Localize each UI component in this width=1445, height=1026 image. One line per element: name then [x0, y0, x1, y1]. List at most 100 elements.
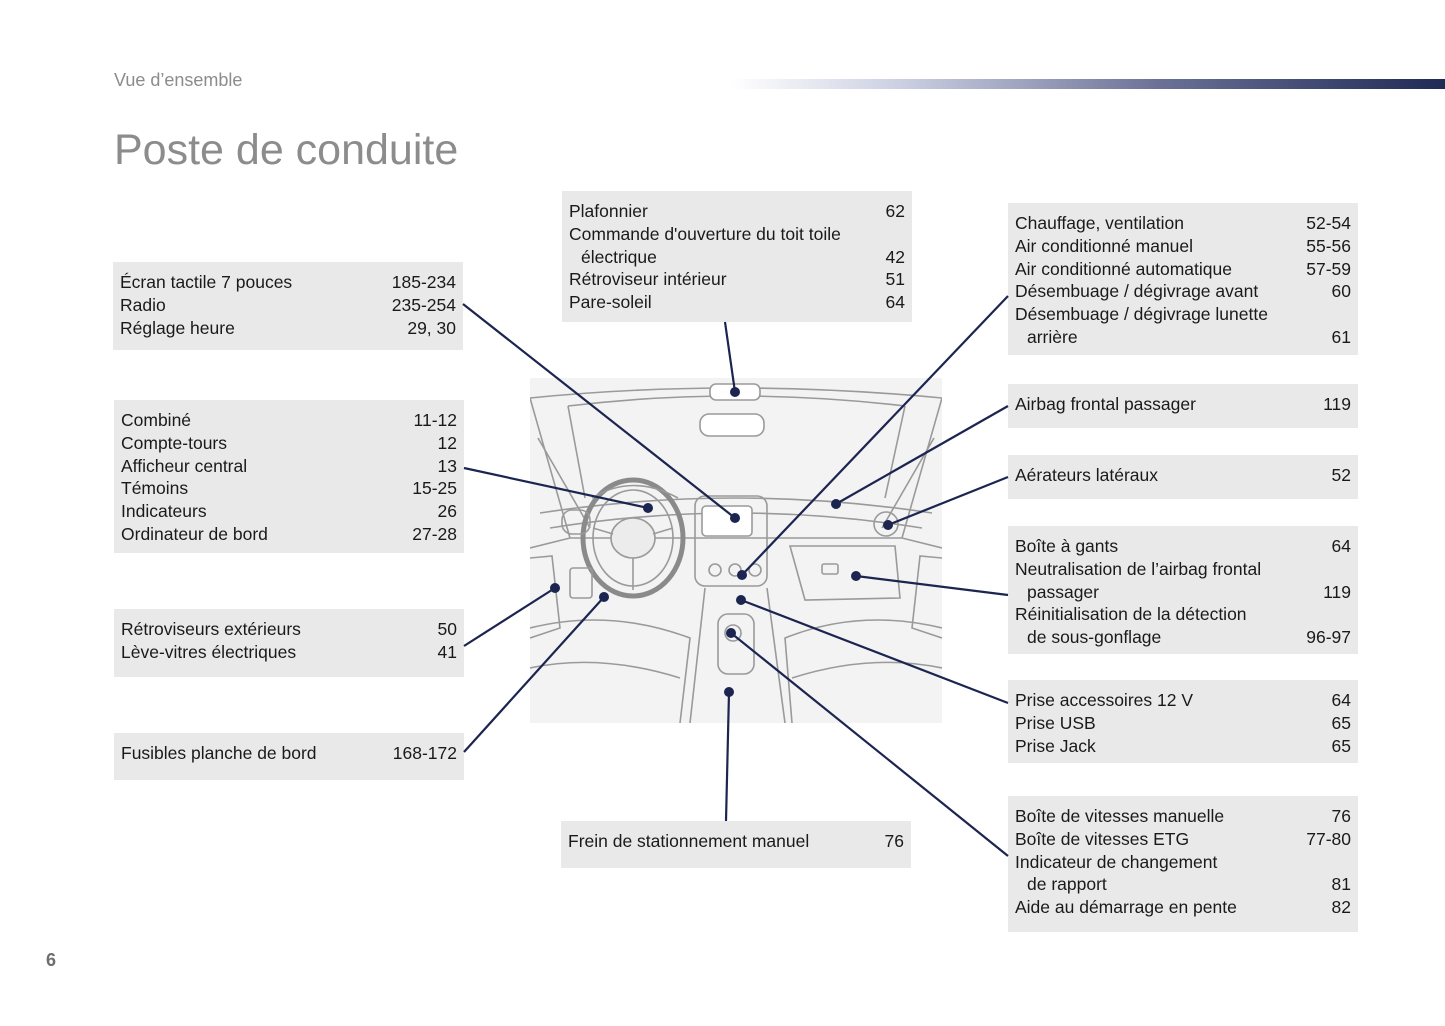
entry-label-line: Réglage heure: [120, 317, 235, 338]
entry-page-ref: 96-97: [1306, 627, 1351, 648]
entry-label-line: Afficheur central: [121, 455, 248, 476]
entry-label-line: Prise Jack: [1015, 735, 1096, 756]
entry-label-line: Écran tactile 7 pouces: [120, 272, 293, 292]
entry-page-ref: 76: [884, 831, 904, 851]
marker-ecran: [730, 513, 740, 523]
entry-label-line: Air conditionné manuel: [1015, 235, 1194, 256]
entry-label-line: Pare-soleil: [569, 292, 652, 313]
entry-page-ref: 168-172: [392, 743, 457, 763]
leader-boite-gants: [855, 574, 1009, 597]
marker-airbag: [831, 499, 841, 509]
entry-row: Plafonnier 62: [569, 200, 905, 223]
marker-aerateurs: [883, 520, 893, 530]
entry-page-ref: 51: [885, 269, 905, 290]
entry-label: Ordinateur de bord: [121, 523, 268, 546]
entry-label: Rétroviseurs extérieurs: [121, 618, 301, 641]
marker-vitesses: [726, 628, 736, 638]
entry-page-ref: 41: [437, 641, 457, 662]
marker-plafonnier: [730, 387, 740, 397]
entry-label: Aérateurs latéraux: [1015, 464, 1158, 487]
entry-label: Combiné: [121, 409, 191, 432]
entry-label: Frein de stationnement manuel: [568, 830, 809, 853]
entry-page-ref: 13: [437, 455, 457, 476]
entry-label-line: Indicateur de changement: [1015, 851, 1218, 872]
entry-page-ref: 77-80: [1306, 828, 1351, 849]
entry-label-line: Aide au démarrage en pente: [1015, 897, 1237, 918]
entry-page-ref: 76: [1331, 806, 1351, 826]
leader-chauffage: [741, 295, 1009, 576]
entry-label-line: Boîte à gants: [1015, 536, 1119, 556]
entry-row: Frein de stationnement manuel 76: [568, 830, 904, 853]
entry-label-line: Témoins: [121, 478, 189, 499]
entry-page-ref: 235-254: [391, 294, 456, 315]
dashboard-illustration: [529, 378, 943, 724]
leader-retroviseurs: [463, 587, 556, 647]
entry-label: Plafonnier: [569, 200, 648, 223]
entry-row: Rétroviseur intérieur 51: [569, 268, 905, 291]
leader-frein: [724, 691, 731, 822]
entry-label: Chauffage, ventilation: [1015, 212, 1184, 235]
entry-row: Ordinateur de bord 27-28: [121, 523, 457, 546]
entry-page-ref: 12: [437, 432, 457, 453]
page-number: 6: [46, 950, 57, 970]
entry-page-ref: 60: [1331, 281, 1351, 302]
entry-label: Air conditionné manuel: [1015, 235, 1193, 258]
entry-page-ref: 81: [1331, 874, 1351, 895]
entry-label-line: Désembuage / dégivrage avant: [1015, 281, 1259, 302]
entry-label-line: Boîte de vitesses manuelle: [1015, 806, 1225, 826]
entry-label: Boîte de vitesses manuelle: [1015, 805, 1224, 828]
entry-page-ref: 119: [1323, 581, 1351, 602]
entry-label-line: Commande d'ouverture du toit toile: [569, 223, 841, 244]
entry-page-ref: 62: [885, 201, 905, 221]
leader-combine: [463, 466, 649, 510]
entry-row: Lève-vitres électriques 41: [121, 641, 457, 664]
entry-page-ref: 185-234: [391, 272, 456, 292]
entry-label-line: Neutralisation de l’airbag frontal: [1015, 558, 1262, 579]
entry-label: Rétroviseur intérieur: [569, 268, 727, 291]
entry-page-ref: 55-56: [1306, 235, 1351, 256]
entry-label: Boîte de vitesses ETG: [1015, 828, 1189, 851]
entry-page-ref: 27-28: [412, 523, 457, 544]
entry-label: Réglage heure: [120, 317, 235, 340]
entry-label-line: Indicateurs: [121, 501, 207, 522]
leader-aerateurs: [887, 475, 1009, 527]
section-label: Vue d’ensemble: [114, 70, 243, 90]
entry-page-ref: 50: [437, 619, 457, 639]
entry-label: Prise Jack: [1015, 735, 1096, 758]
leader-plafonnier: [723, 321, 737, 393]
entry-label-line: Combiné: [121, 410, 192, 430]
entry-label: Écran tactile 7 pouces: [120, 271, 292, 294]
entry-label-line: Réinitialisation de la détection: [1015, 604, 1247, 625]
entry-label-line: Lève-vitres électriques: [121, 641, 297, 662]
leader-prises: [740, 598, 1009, 705]
entry-label: Boîte à gants: [1015, 535, 1118, 558]
entry-row: Afficheur central 13: [121, 455, 457, 478]
entry-label: Compte-tours: [121, 432, 227, 455]
entry-page-ref: 26: [437, 501, 457, 522]
page-title: Poste de conduite: [114, 126, 459, 174]
entry-label: Pare-soleil: [569, 291, 652, 314]
entry-label: Indicateurs: [121, 500, 207, 523]
entry-label: Airbag frontal passager: [1015, 393, 1196, 416]
